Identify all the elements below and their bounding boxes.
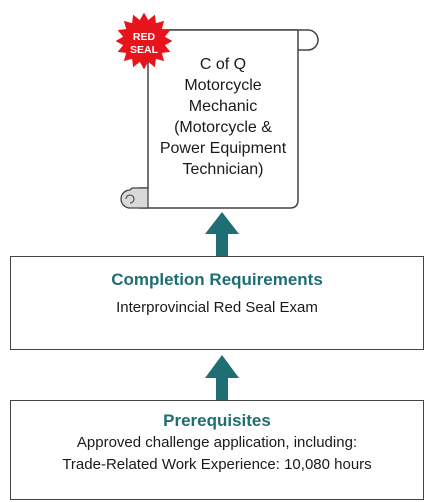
certificate-line: C of Q (199, 56, 247, 73)
certificate-title: C of Q Motorcycle Mechanic (Motorcycle &… (138, 54, 308, 180)
completion-requirements-box: Completion Requirements Interprovincial … (10, 256, 424, 350)
certificate-line: Motorcycle (184, 77, 262, 94)
completion-title: Completion Requirements (111, 270, 323, 289)
certificate-scroll (120, 29, 319, 209)
arrow-up-icon (205, 355, 239, 400)
scroll-bottom-curl (120, 187, 149, 209)
badge-text-line2: SEAL (130, 44, 159, 56)
certificate-line: Mechanic (188, 98, 258, 115)
red-seal-badge-icon: RED SEAL (115, 12, 173, 70)
certificate-line: Technician) (182, 161, 264, 178)
prerequisites-title: Prerequisites (163, 411, 271, 430)
prerequisites-box: Prerequisites Approved challenge applica… (10, 400, 424, 500)
badge-text-line1: RED (133, 31, 156, 43)
completion-detail: Interprovincial Red Seal Exam (116, 299, 318, 316)
prerequisites-line: Trade-Related Work Experience: 10,080 ho… (62, 456, 372, 473)
certificate-line: Power Equipment (159, 140, 287, 157)
prerequisites-line: Approved challenge application, includin… (76, 434, 358, 451)
certificate-line: (Motorcycle & (174, 119, 272, 136)
arrow-up-icon (205, 212, 239, 256)
